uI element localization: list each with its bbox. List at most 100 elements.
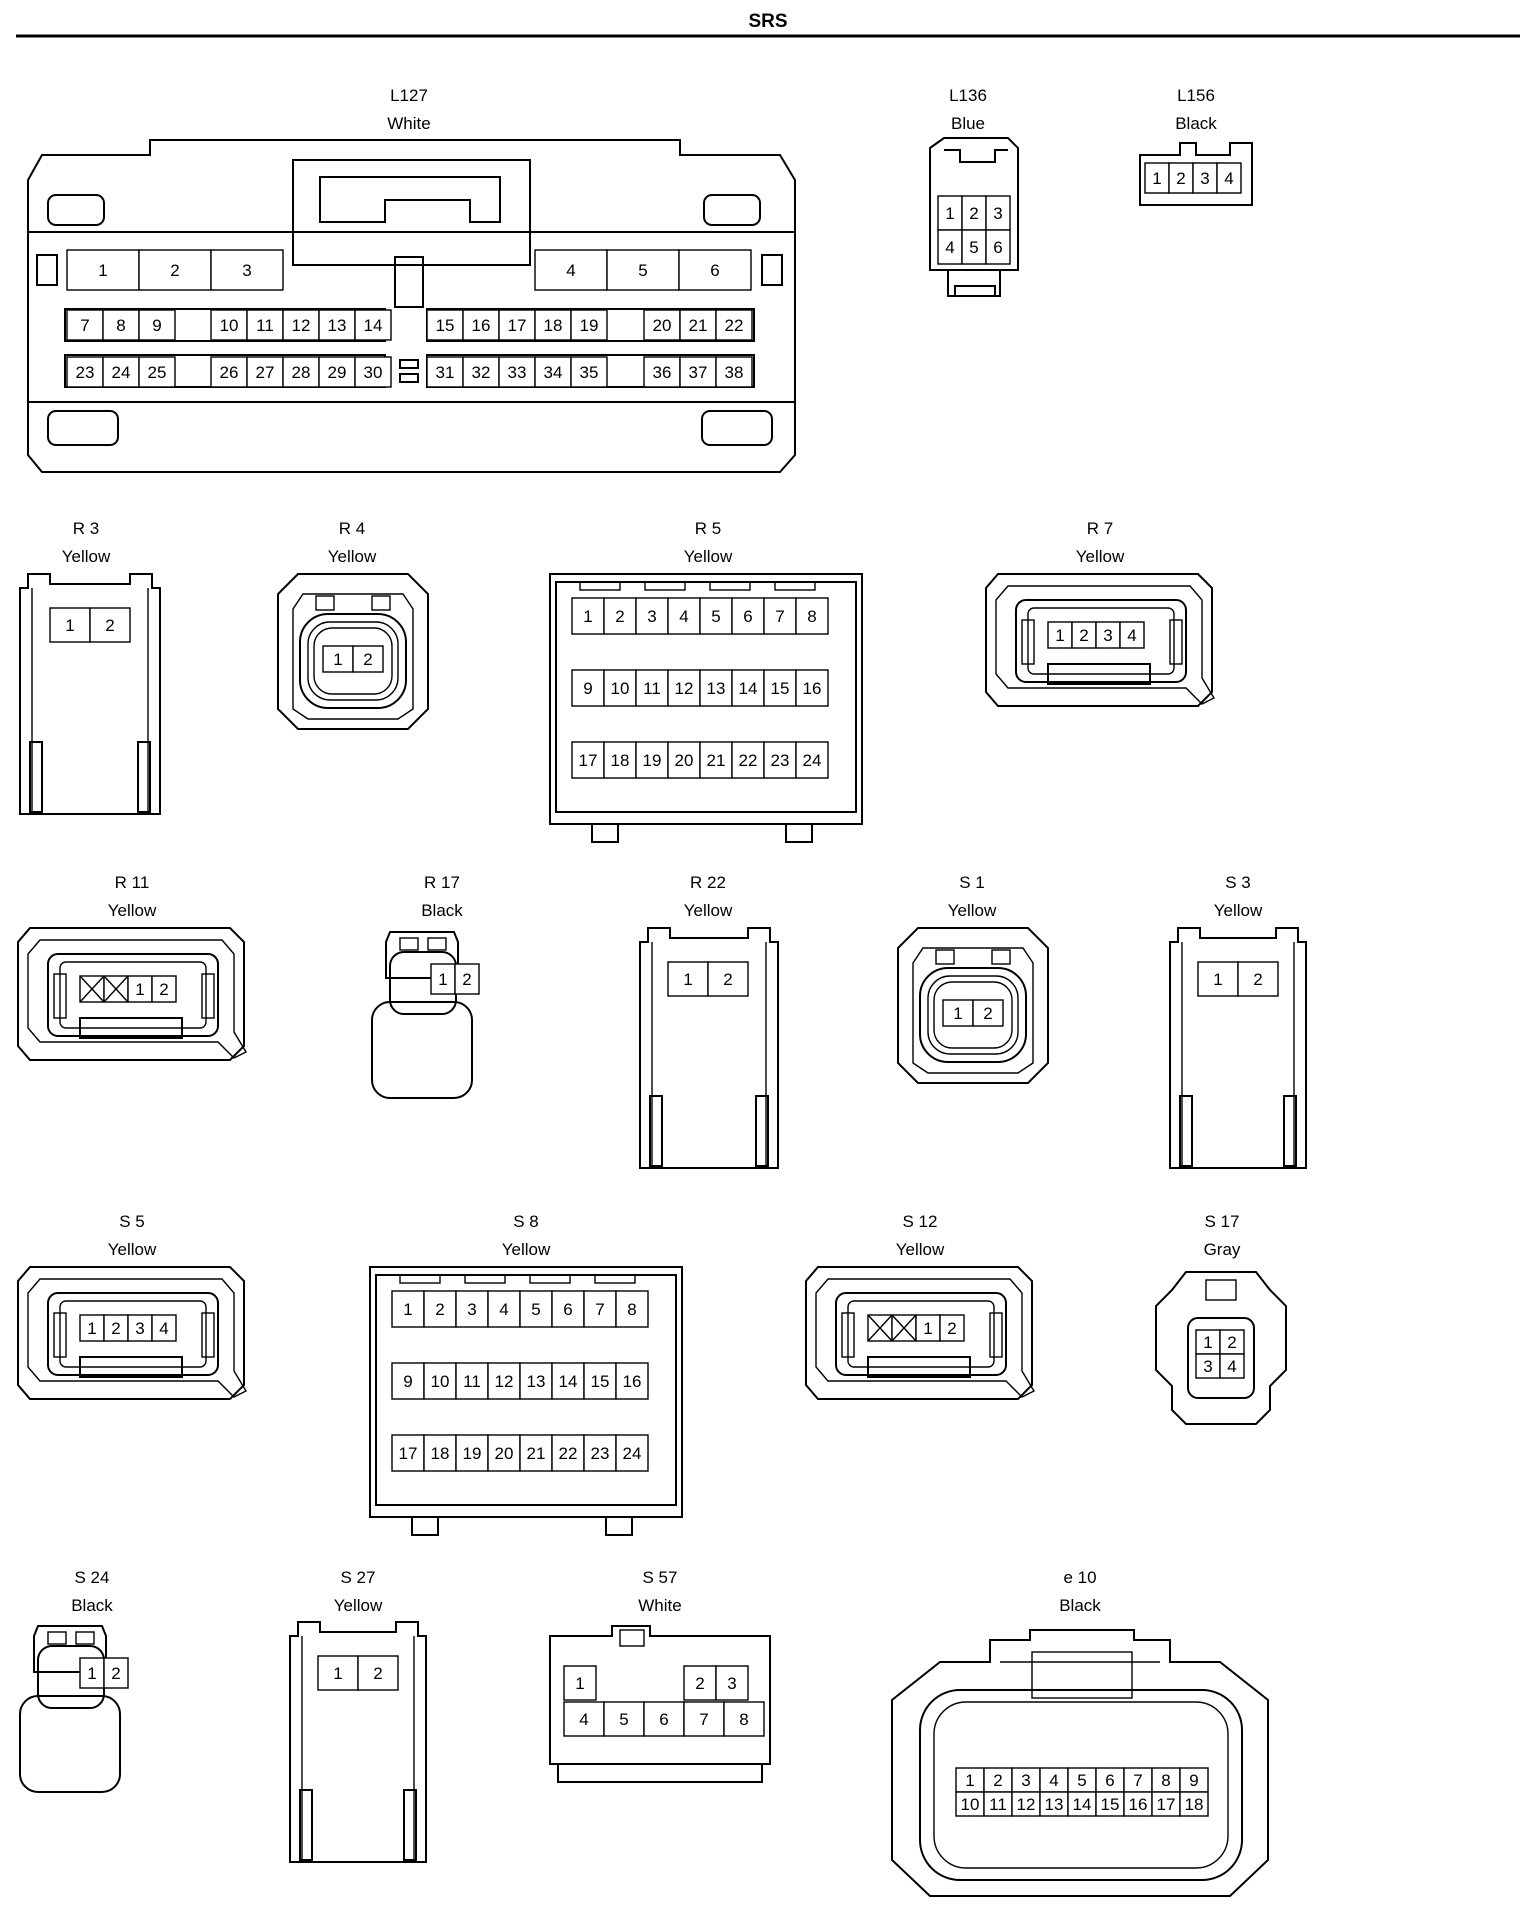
pin-cell: 6	[985, 229, 1011, 265]
connector-id: S 3	[1225, 873, 1251, 892]
pin-cell: 11	[635, 669, 669, 707]
pin-label: 2	[723, 970, 732, 989]
connector-id: S 1	[959, 873, 985, 892]
pin-cell: 32	[462, 356, 500, 388]
pin-label: 4	[499, 1300, 508, 1319]
pin-cell: 2	[939, 1314, 965, 1342]
pin-cell: 4	[534, 249, 608, 291]
pin-label: 17	[399, 1444, 418, 1463]
pin-label: 6	[743, 607, 752, 626]
pin-cell: 1	[317, 1655, 359, 1691]
pin-label: 4	[579, 1710, 588, 1729]
pin-cell: 17	[571, 741, 605, 779]
pin-label: 11	[643, 679, 661, 698]
pin-cell: 16	[1123, 1791, 1153, 1817]
pin-cell: 2	[603, 597, 637, 635]
pin-cell: 9	[138, 309, 176, 341]
pin-cell: 10	[603, 669, 637, 707]
pin-cell: 3	[1192, 162, 1218, 194]
pin-cell: 13	[519, 1362, 553, 1400]
connector-id: S 8	[513, 1212, 539, 1231]
pin-label: 35	[580, 363, 599, 382]
pin-label: 3	[647, 607, 656, 626]
pin-label: 16	[1129, 1795, 1148, 1814]
pin-cell: 4	[937, 229, 963, 265]
pin-cell: 19	[570, 309, 608, 341]
pin-cell: 1	[937, 195, 963, 231]
pin-cell: 2	[683, 1665, 717, 1701]
connector-id: R 3	[73, 519, 99, 538]
pin-label: 22	[559, 1444, 578, 1463]
pin-label: 2	[111, 1664, 120, 1683]
blank-cavity	[79, 975, 105, 1003]
pin-label: 27	[256, 363, 275, 382]
connector-id: R 4	[339, 519, 365, 538]
pin-cell: 5	[1067, 1767, 1097, 1793]
pin-cell: 5	[603, 1701, 645, 1737]
pin-label: 12	[1017, 1795, 1036, 1814]
pin-cell: 23	[763, 741, 797, 779]
pin-label: 2	[105, 616, 114, 635]
pin-label: 6	[563, 1300, 572, 1319]
pin-cell: 5	[519, 1290, 553, 1328]
pin-label: 2	[159, 980, 168, 999]
pin-label: 19	[580, 316, 599, 335]
pin-label: 1	[87, 1664, 96, 1683]
pin-label: 22	[739, 751, 758, 770]
pin-label: 2	[373, 1664, 382, 1683]
connector-color: Yellow	[684, 901, 733, 920]
pin-label: 15	[771, 679, 790, 698]
pin-label: 10	[961, 1795, 980, 1814]
pin-label: 5	[711, 607, 720, 626]
pin-label: 34	[544, 363, 563, 382]
pin-label: 2	[363, 650, 372, 669]
connector-id: R 22	[690, 873, 726, 892]
connector-color: Yellow	[108, 901, 157, 920]
connector-color: Yellow	[948, 901, 997, 920]
pin-label: 7	[595, 1300, 604, 1319]
pin-cell: 10	[423, 1362, 457, 1400]
pin-cell: 5	[961, 229, 987, 265]
connector-id: e 10	[1063, 1568, 1096, 1587]
pin-cell: 19	[455, 1434, 489, 1472]
blank-cavity	[891, 1314, 917, 1342]
pin-cell: 23	[66, 356, 104, 388]
pin-cell: 8	[1151, 1767, 1181, 1793]
pin-cell: 9	[571, 669, 605, 707]
pin-cell: 1	[79, 1657, 105, 1689]
pin-cell: 1	[322, 645, 354, 673]
pin-label: 3	[135, 1319, 144, 1338]
connector-color: Yellow	[108, 1240, 157, 1259]
pin-label: 16	[472, 316, 491, 335]
pin-cell: 17	[1151, 1791, 1181, 1817]
pin-cell: 4	[1219, 1353, 1245, 1379]
pin-label: 1	[683, 970, 692, 989]
pin-cell: 2	[1168, 162, 1194, 194]
pin-cell: 5	[699, 597, 733, 635]
pin-cell: 10	[210, 309, 248, 341]
pin-label: 21	[527, 1444, 546, 1463]
pin-cell: 13	[1039, 1791, 1069, 1817]
pin-label: 3	[1103, 626, 1112, 645]
pin-cell: 12	[1011, 1791, 1041, 1817]
pin-cell: 1	[1197, 961, 1239, 997]
pin-label: 11	[989, 1795, 1007, 1814]
pin-cell: 12	[667, 669, 701, 707]
pin-cell: 1	[79, 1314, 105, 1342]
pin-cell: 11	[983, 1791, 1013, 1817]
pin-cell: 28	[282, 356, 320, 388]
pin-label: 11	[463, 1372, 481, 1391]
pin-cell: 29	[318, 356, 356, 388]
pin-cell: 4	[487, 1290, 521, 1328]
pin-cell: 4	[1216, 162, 1242, 194]
